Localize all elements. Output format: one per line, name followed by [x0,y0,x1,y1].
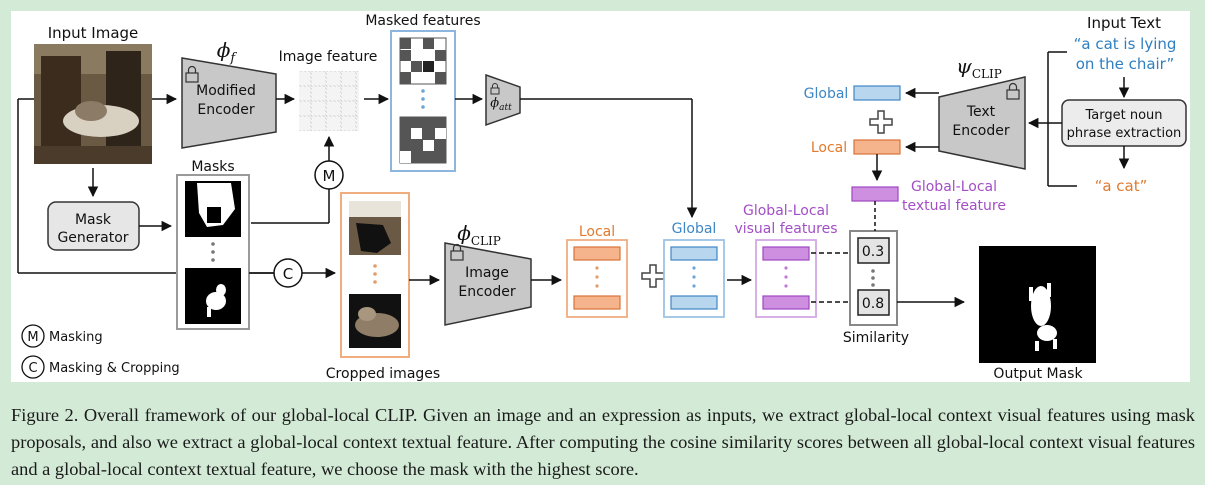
input-image-label: Input Image [48,24,139,42]
modified-encoder-block [181,57,277,149]
cropped-image-top [349,201,401,255]
mask-generator-line1: Mask [75,212,112,228]
legend-masking-cropping: Masking & Cropping [49,361,180,376]
score-bottom: 0.8 [862,296,884,312]
text-encoder-block [938,76,1026,170]
legend-masking: Masking [49,330,103,345]
gl-textual-feature [851,186,899,202]
gl-visual-label-line1: Global-Local [743,203,829,219]
text-global-label: Global [804,86,849,102]
gl-visual-label-line2: visual features [734,221,837,237]
image-encoder-line1: Image [465,265,509,281]
phi-f-symbol: ϕf [217,38,238,66]
gl-textual-label-line2: textual feature [902,198,1006,214]
legend-m-letter: M [27,330,38,345]
text-local-label: Local [811,140,847,156]
target-noun-line1: Target noun [1084,108,1162,123]
text-encoder-line1: Text [966,104,996,120]
output-mask-label: Output Mask [993,366,1083,382]
input-text-label: Input Text [1087,14,1161,32]
text-plus-icon [869,110,893,134]
mask-generator-line2: Generator [57,230,128,246]
legend-c-letter: C [28,361,37,376]
masked-features-label: Masked features [365,13,480,29]
psi-clip-symbol: ψCLIP [956,54,1002,81]
cropped-image-bottom [349,294,401,348]
target-noun-line2: phrase extraction [1067,126,1182,141]
masked-features-box [390,30,456,172]
input-image-photo [34,44,152,164]
text-global-feature [853,85,901,101]
global-visual-label: Global [672,221,717,237]
plus-icon [641,264,665,288]
text-local-feature [853,139,901,155]
image-feature-grid [299,71,359,131]
gl-textual-label-line1: Global-Local [911,179,997,195]
a-cat-phrase: “a cat” [1095,177,1148,195]
masked-feature-top [399,37,447,85]
diagram-panel: Input Image ϕf Modified Encoder Image fe… [11,11,1190,382]
phi-clip-symbol: ϕCLIP [457,221,501,248]
mask-thumbnail-bottom [185,268,241,324]
local-visual-label: Local [579,224,615,240]
image-encoder-line2: Encoder [458,284,515,300]
phi-att-symbol: ϕatt [490,96,512,113]
score-top: 0.3 [862,244,884,260]
input-text-quote-line2: on the chair” [1076,55,1175,73]
masks-label: Masks [191,159,234,175]
image-feature-label: Image feature [279,49,378,65]
modified-encoder-line2: Encoder [197,102,254,118]
masking-symbol-letter: M [323,167,336,185]
cropping-symbol-letter: C [283,265,293,283]
modified-encoder-line1: Modified [196,83,256,99]
mask-thumbnail-top [185,181,241,237]
cropped-images-label: Cropped images [326,366,440,382]
masked-feature-bottom [399,116,447,164]
image-encoder-block [444,242,532,326]
lock-icon [185,65,199,83]
output-mask-shape [1029,283,1057,351]
text-encoder-line2: Encoder [952,123,1009,139]
input-text-quote-line1: “a cat is lying [1074,35,1177,53]
similarity-label: Similarity [843,330,909,346]
figure-caption: Figure 2. Overall framework of our globa… [11,405,1195,479]
